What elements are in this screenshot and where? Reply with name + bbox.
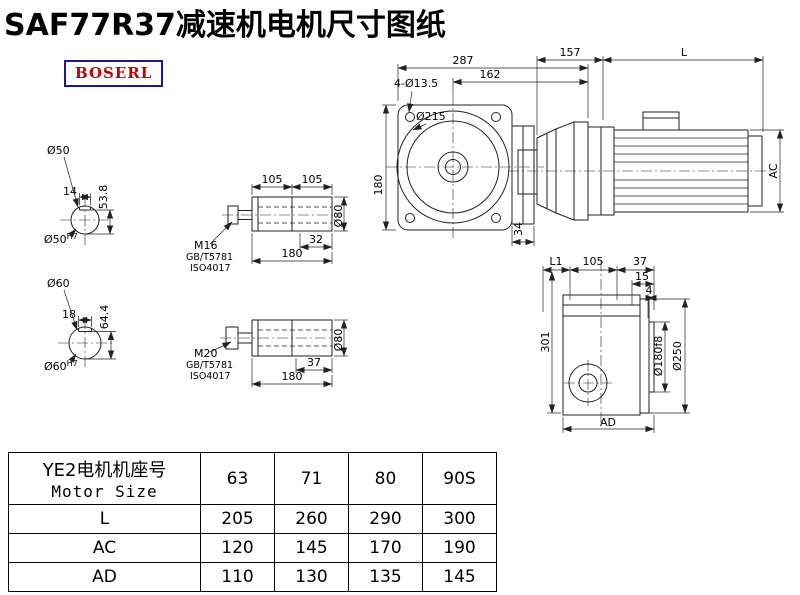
dim-105: 105 (583, 255, 604, 268)
dim-37: 37 (633, 255, 647, 268)
table-row-AD: AD 110 130 135 145 (8, 562, 497, 592)
table-header-cn: YE2电机机座号 (42, 460, 167, 481)
dim-outer-dia: Ø80 (332, 329, 345, 352)
std-iso: ISO4017 (190, 371, 231, 382)
gearbox-front-view: 4-Ø13.5 Ø215 180 34 287 162 (372, 54, 589, 246)
dim-total-width-287: 287 (453, 54, 474, 67)
dim-total-length: 180 (282, 247, 303, 260)
std-iso: ISO4017 (190, 263, 231, 274)
row-label: AD (8, 562, 201, 592)
dim-height-301: 301 (539, 332, 552, 353)
cell-value: 205 (200, 504, 275, 534)
dia-label-50: Ø50 (47, 144, 70, 157)
dim-height-180: 180 (372, 175, 385, 196)
dim-key-height-60: 64.4 (98, 305, 111, 330)
dim-key-height-50: 53.8 (97, 185, 110, 210)
cell-value: 145 (274, 533, 349, 563)
bore-label-50h7: Ø50H7 (44, 232, 78, 246)
cell-value: 130 (274, 562, 349, 592)
row-label: L (8, 504, 201, 534)
cell-value: 290 (348, 504, 423, 534)
bore-dia: Ø50 (44, 233, 67, 246)
output-flange-bottom-view: L1 105 37 15 4 301 Ø180f8 Ø250 AD (539, 255, 690, 433)
dim-key-width-60: 18 (62, 308, 76, 321)
dim-seg2: 105 (302, 173, 323, 186)
size-column-71: 71 (274, 452, 349, 505)
motor-size-table: YE2电机机座号 Motor Size 63 71 80 90S L 205 2… (8, 452, 497, 592)
holes-label: 4-Ø13.5 (394, 77, 438, 90)
cell-value: 190 (422, 533, 497, 563)
dim-L1: L1 (549, 255, 562, 268)
dim-adapter-157: 157 (560, 46, 581, 59)
dim-4: 4 (646, 284, 653, 297)
bore-label-60h7: Ø60H7 (44, 359, 78, 373)
size-column-90s: 90S (422, 452, 497, 505)
cell-value: 135 (348, 562, 423, 592)
dia-label-60: Ø60 (47, 277, 70, 290)
bore-dia: Ø60 (44, 360, 67, 373)
shaft-end-view-50: 14 53.8 Ø50 Ø50H7 (44, 144, 114, 246)
bolt-label-m16: M16 (194, 239, 218, 252)
size-column-63: 63 (200, 452, 275, 505)
table-row-L: L 205 260 290 300 (8, 504, 497, 534)
dim-motor-length-L: L (681, 46, 688, 59)
cell-value: 120 (200, 533, 275, 563)
dia-label-215: Ø215 (416, 110, 446, 123)
table-header-en: Motor Size (51, 482, 158, 501)
dim-seg1: 105 (262, 173, 283, 186)
page-title: SAF77R37减速机电机尺寸图纸 (4, 8, 446, 43)
cell-value: 260 (274, 504, 349, 534)
bore-fit: H7 (67, 359, 78, 368)
dim-flange-dia: Ø250 (671, 341, 684, 371)
row-label: AC (8, 533, 201, 563)
dim-key-width-50: 14 (63, 185, 77, 198)
bolt-label-m20: M20 (194, 347, 218, 360)
std-gb: GB/T5781 (186, 252, 233, 263)
dim-bore-depth: 32 (309, 233, 323, 246)
table-header-row: YE2电机机座号 Motor Size 63 71 80 90S (8, 452, 497, 505)
hollow-shaft-view-m20: 37 180 Ø80 M20 GB/T5781 ISO4017 (186, 319, 348, 388)
cell-value: 170 (348, 533, 423, 563)
motor-side-view: 157 L AC (508, 46, 784, 221)
hollow-shaft-view-m16: 105 105 32 180 Ø80 M16 GB/T5781 ISO4017 (186, 173, 348, 274)
dim-outer-dia: Ø80 (332, 205, 345, 228)
cell-value: 110 (200, 562, 275, 592)
cell-value: 300 (422, 504, 497, 534)
dim-motor-height-AC: AC (767, 163, 780, 178)
size-column-80: 80 (348, 452, 423, 505)
dim-spigot-dia: Ø180f8 (652, 336, 665, 377)
std-gb: GB/T5781 (186, 360, 233, 371)
shaft-end-view-60: 18 64.4 Ø60 Ø60H7 (44, 277, 116, 373)
dim-boss-34: 34 (512, 222, 525, 236)
cell-value: 145 (422, 562, 497, 592)
dim-width-162: 162 (480, 68, 501, 81)
dim-15: 15 (635, 270, 649, 283)
table-row-AC: AC 120 145 170 190 (8, 533, 497, 563)
dim-width-AD: AD (600, 416, 616, 429)
dim-total-length: 180 (282, 370, 303, 383)
table-header-cell: YE2电机机座号 Motor Size (8, 452, 201, 505)
dim-bore-depth: 37 (307, 356, 321, 369)
brand-logo: BOSERL (64, 60, 164, 87)
